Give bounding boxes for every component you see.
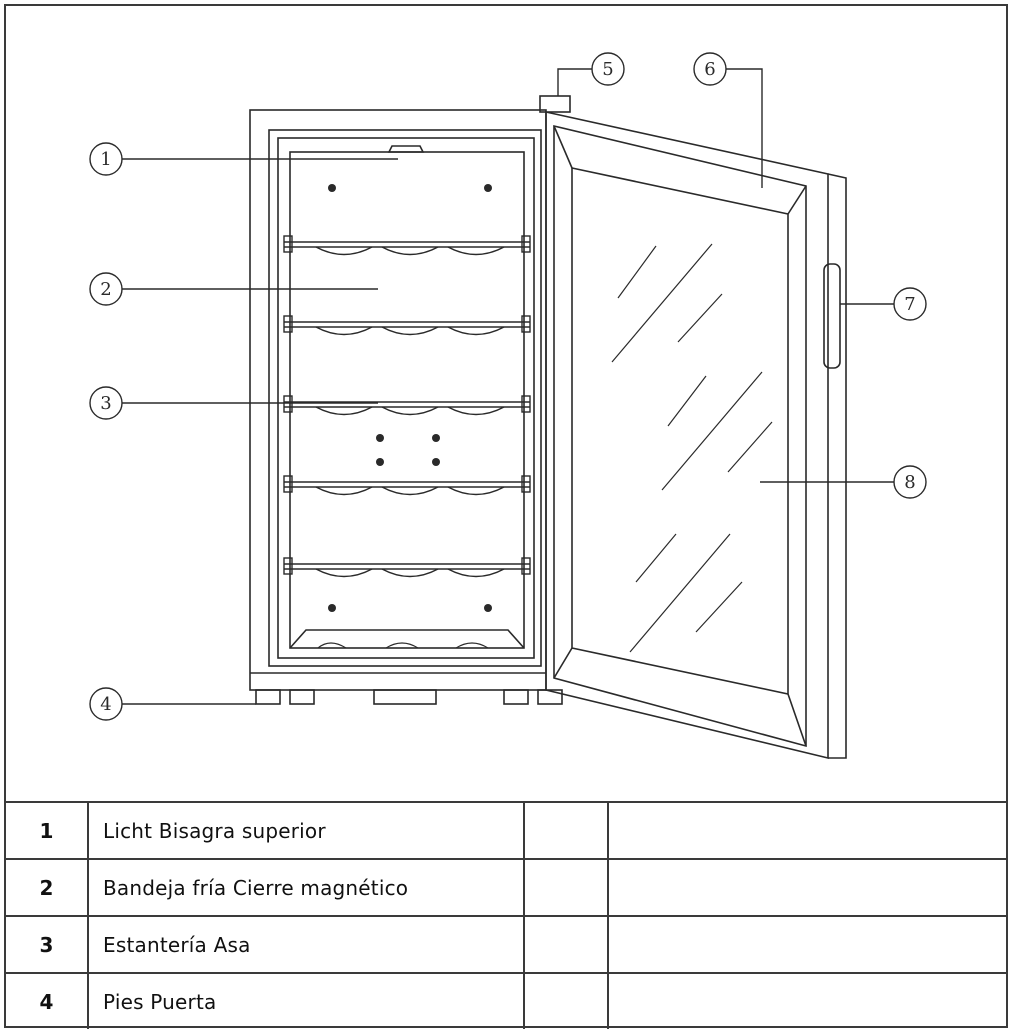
callout-number: 8 [904, 472, 915, 493]
callout-1: 1 [89, 142, 123, 176]
cabinet-inner-frame [268, 129, 542, 667]
foot-right-1 [503, 689, 529, 705]
foot-left-2 [289, 689, 315, 705]
shelf [283, 395, 531, 416]
callout-5: 5 [591, 52, 625, 86]
callout-4: 4 [89, 687, 123, 721]
part-number: 3 [6, 915, 89, 974]
part-description: Estantería Asa [87, 915, 525, 974]
top-light [387, 145, 425, 153]
top-hinge [539, 95, 571, 113]
callout-8: 8 [893, 465, 927, 499]
foot-right-2 [537, 689, 563, 705]
blank-cell [523, 858, 609, 917]
callout-number: 5 [602, 59, 613, 80]
door-outer [545, 111, 829, 760]
cabinet-inner-frame-2 [277, 137, 535, 659]
callout-number: 2 [100, 279, 111, 300]
callout-2: 2 [89, 272, 123, 306]
callout-number: 1 [100, 149, 111, 170]
callout-number: 7 [904, 294, 915, 315]
callout-6: 6 [693, 52, 727, 86]
leader-6 [726, 68, 763, 188]
table-row: 4 Pies Puerta [6, 972, 1006, 1029]
blank-cell [607, 858, 1006, 917]
shelf [283, 557, 531, 578]
part-number: 1 [6, 801, 89, 860]
callout-number: 6 [704, 59, 715, 80]
glass-reflection [611, 243, 773, 653]
callout-number: 3 [100, 393, 111, 414]
blank-cell [523, 972, 609, 1029]
shelf [283, 235, 531, 256]
table-row: 2 Bandeja fría Cierre magnético [6, 858, 1006, 917]
blank-cell [523, 801, 609, 860]
blank-cell [523, 915, 609, 974]
table-row: 1 Licht Bisagra superior [6, 801, 1006, 860]
callout-3: 3 [89, 386, 123, 420]
parts-table: 1 Licht Bisagra superior 2 Bandeja fría … [6, 801, 1006, 1029]
part-description: Pies Puerta [87, 972, 525, 1029]
callout-number: 4 [100, 694, 111, 715]
wine-cooler-diagram: 1 2 3 4 5 6 7 8 [89, 52, 927, 760]
door-handle [823, 263, 841, 369]
shelf [283, 475, 531, 496]
callout-7: 7 [893, 287, 927, 321]
part-description: Licht Bisagra superior [87, 801, 525, 860]
part-number: 2 [6, 858, 89, 917]
shelf [283, 315, 531, 336]
part-number: 4 [6, 972, 89, 1029]
leader-5 [557, 68, 592, 96]
blank-cell [607, 915, 1006, 974]
foot-left-1 [255, 689, 281, 705]
part-description: Bandeja fría Cierre magnético [87, 858, 525, 917]
bottom-tray [289, 629, 525, 649]
blank-cell [607, 972, 1006, 1029]
door-glass [571, 167, 789, 695]
blank-cell [607, 801, 1006, 860]
table-row: 3 Estantería Asa [6, 915, 1006, 974]
cabinet-body [249, 109, 547, 691]
foot-center [373, 689, 437, 705]
interior-dots [328, 184, 492, 612]
